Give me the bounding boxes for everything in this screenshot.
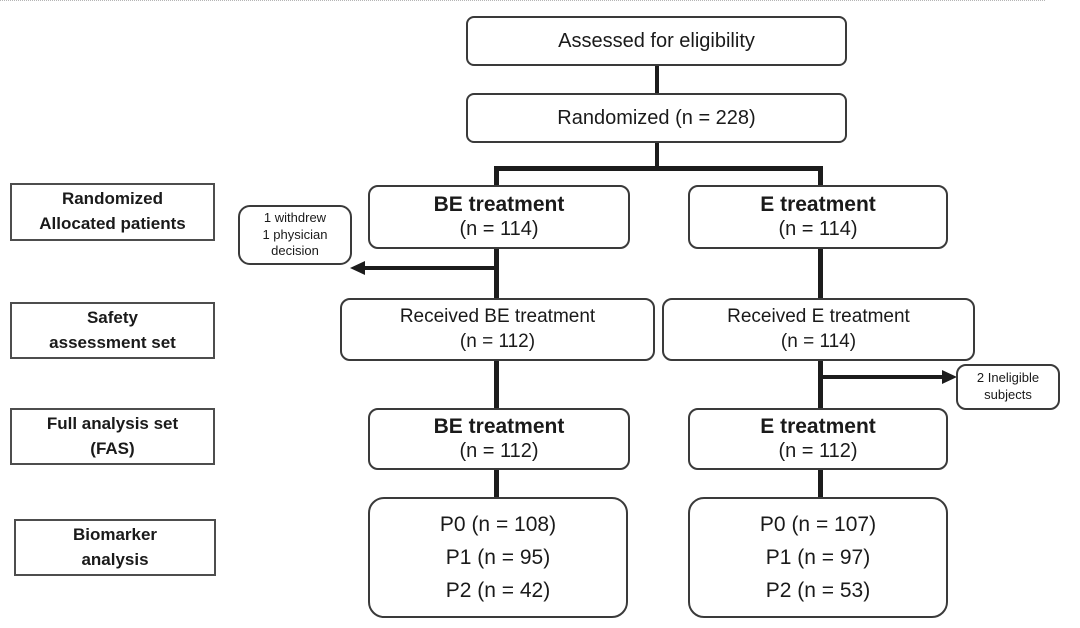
be-allocation-box: BE treatment (n = 114) [368,185,630,249]
e-allocation-box: E treatment (n = 114) [688,185,948,249]
e-biomarker-box: P0 (n = 107) P1 (n = 97) P2 (n = 53) [688,497,948,618]
connector-assessed-randomized [655,66,659,93]
connector-split-bar [494,166,823,171]
connector-be-allocation-safety [494,249,499,298]
be-fas-box: BE treatment (n = 112) [368,408,630,470]
randomized-box: Randomized (n = 228) [466,93,847,143]
dropout-arrow-shaft [362,266,497,270]
row-label-fas: Full analysis set (FAS) [10,408,215,465]
exclusion-arrowhead-icon [942,370,957,384]
exclusion-arrow-shaft [820,375,946,379]
e-fas-n: (n = 112) [778,440,858,463]
be-fas-title: BE treatment [433,414,565,438]
dropout-arrowhead-icon [350,261,365,275]
exclusion-note-box: 2 Ineligible subjects [956,364,1060,410]
e-fas-title: E treatment [760,414,876,438]
connector-e-allocation-safety [818,249,823,298]
row-label-biomarker: Biomarker analysis [14,519,216,576]
connector-randomized-split [655,143,659,169]
dropout-note-box: 1 withdrew 1 physician decision [238,205,352,265]
section-separator-3 [0,0,1045,1]
received-e-box: Received E treatment (n = 114) [662,298,975,361]
connector-split-be [494,166,499,187]
connector-e-safety-fas [818,361,823,408]
be-allocation-title: BE treatment [433,192,565,216]
connector-split-e [818,166,823,187]
connector-be-fas-biomarker [494,470,499,497]
received-be-box: Received BE treatment (n = 112) [340,298,655,361]
e-allocation-title: E treatment [760,192,876,216]
be-biomarker-box: P0 (n = 108) P1 (n = 95) P2 (n = 42) [368,497,628,618]
be-fas-n: (n = 112) [459,440,539,463]
e-allocation-n: (n = 114) [778,218,858,241]
connector-e-fas-biomarker [818,470,823,497]
e-fas-box: E treatment (n = 112) [688,408,948,470]
be-allocation-n: (n = 114) [459,218,539,241]
assessed-eligibility-box: Assessed for eligibility [466,16,847,66]
row-label-allocation: Randomized Allocated patients [10,183,215,241]
row-label-safety: Safety assessment set [10,302,215,359]
connector-be-safety-fas [494,361,499,408]
